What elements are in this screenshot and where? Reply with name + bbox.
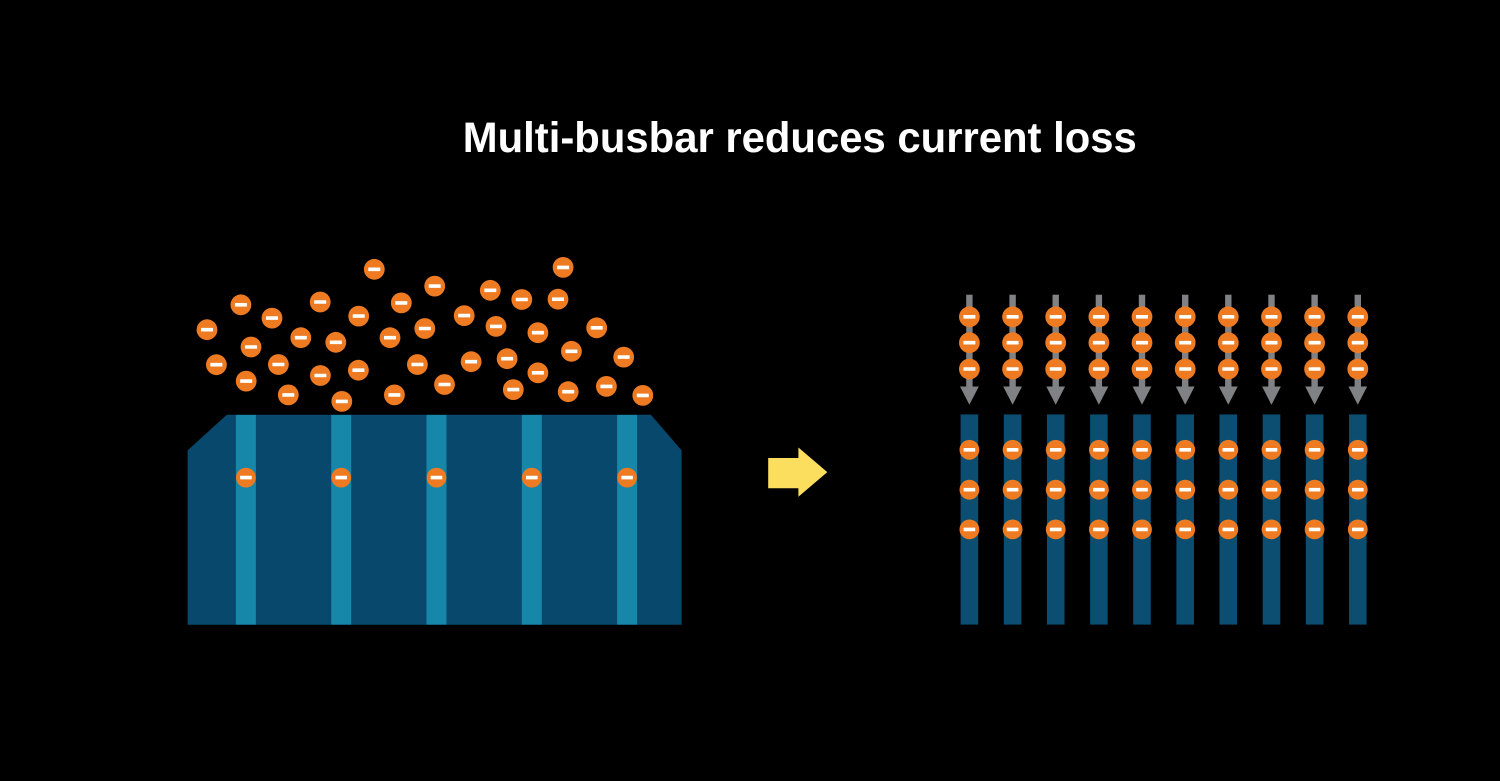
svg-text:Multi-busbar reduces current l: Multi-busbar reduces current loss: [463, 114, 1137, 162]
